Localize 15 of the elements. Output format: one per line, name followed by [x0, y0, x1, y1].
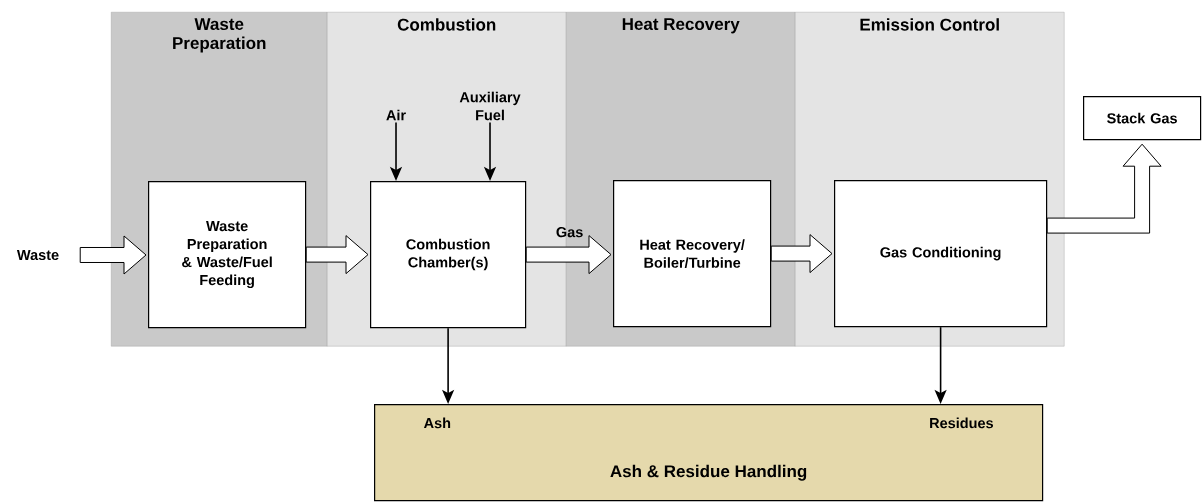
input-label: Auxiliary Fuel: [459, 91, 521, 121]
block-arrow: [305, 235, 369, 275]
handling-box: Ash Residues Ash & Residue Handling: [374, 404, 1044, 502]
process-box: Combustion Chamber(s): [370, 181, 527, 329]
process-box: Gas Conditioning: [834, 180, 1048, 328]
input-label: Air: [386, 109, 406, 121]
block-arrow: [1046, 143, 1162, 234]
block-arrow: [770, 234, 833, 274]
block-arrow: [79, 235, 147, 275]
edge-label: Gas: [556, 226, 583, 238]
input-label: Waste: [16, 249, 59, 261]
block-arrow: [525, 235, 612, 275]
process-box: Waste Preparation & Waste/Fuel Feeding: [148, 181, 307, 329]
process-box: Stack Gas: [1083, 96, 1202, 141]
process-box: Heat Recovery/ Boiler/Turbine: [613, 180, 772, 328]
